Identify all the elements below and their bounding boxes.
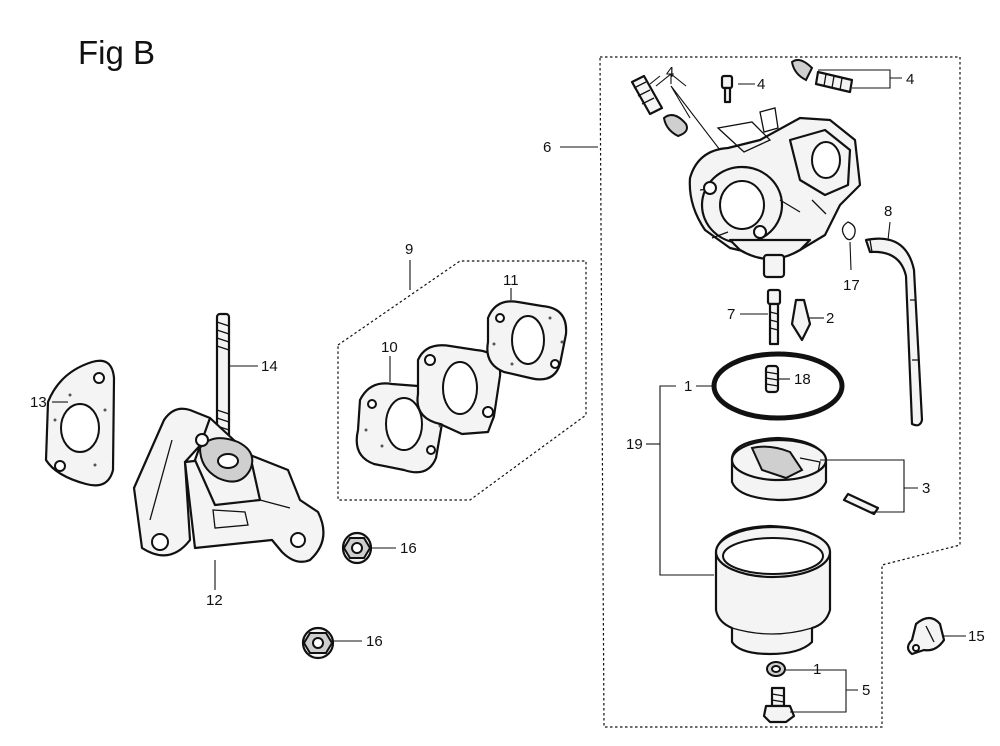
carburetor-assembly-boundary (599, 56, 961, 728)
label-part-5: 5 (862, 682, 870, 699)
label-part-3: 3 (922, 480, 930, 497)
label-part-1-lower: 1 (813, 661, 821, 678)
part-5-drain-bolt (762, 686, 796, 724)
label-part-16-lower: 16 (366, 633, 383, 650)
label-part-17: 17 (843, 277, 860, 294)
part-11-gasket (486, 300, 568, 381)
label-part-7: 7 (727, 306, 735, 323)
float-chamber-bowl (714, 524, 832, 656)
label-part-2: 2 (826, 310, 834, 327)
part-16-flange-nut-upper (341, 531, 373, 565)
label-part-14: 14 (261, 358, 278, 375)
part-14-stud-bolt (215, 312, 231, 440)
label-part-4-right: 4 (906, 71, 914, 88)
label-part-18: 18 (794, 371, 811, 388)
callout-numbers: 4 4 4 6 8 17 7 2 18 1 19 3 1 5 15 9 10 1… (30, 64, 985, 699)
part-4-throttle-stop-screw (790, 59, 854, 94)
label-part-6: 6 (543, 139, 551, 156)
label-part-10: 10 (381, 339, 398, 356)
part-4-pilot-screw (630, 74, 688, 138)
figure-title: Fig B (78, 34, 156, 71)
label-part-19: 19 (626, 436, 643, 453)
label-part-4-left: 4 (666, 64, 674, 81)
label-part-16-upper: 16 (400, 540, 417, 557)
part-15-tube-clip (906, 616, 946, 656)
part-3-float-pin (842, 492, 880, 516)
leader-lines (52, 69, 966, 713)
label-part-15: 15 (968, 628, 985, 645)
part-12-intake-manifold (132, 407, 325, 563)
part-1-drain-washer (766, 661, 786, 677)
part-7-main-jet (766, 288, 782, 346)
part-18-jet (764, 364, 780, 394)
part-2-float-valve (790, 298, 812, 342)
part-16-flange-nut-lower (301, 626, 335, 660)
part-4-small-screw (720, 74, 734, 104)
label-part-11: 11 (503, 272, 519, 289)
part-6-carburetor-body (688, 107, 862, 279)
label-part-13: 13 (30, 394, 47, 411)
label-part-1-upper: 1 (684, 378, 692, 395)
part-13-insulator-gasket (44, 359, 116, 487)
label-part-4-center: 4 (757, 76, 765, 93)
carburetor-insulator-spacer (416, 344, 502, 436)
label-part-8: 8 (884, 203, 892, 220)
part-3-float (730, 436, 828, 502)
part-17-clip (841, 221, 856, 241)
label-part-12: 12 (206, 592, 223, 609)
part-8-fuel-tube (864, 237, 924, 427)
label-part-9: 9 (405, 241, 413, 258)
